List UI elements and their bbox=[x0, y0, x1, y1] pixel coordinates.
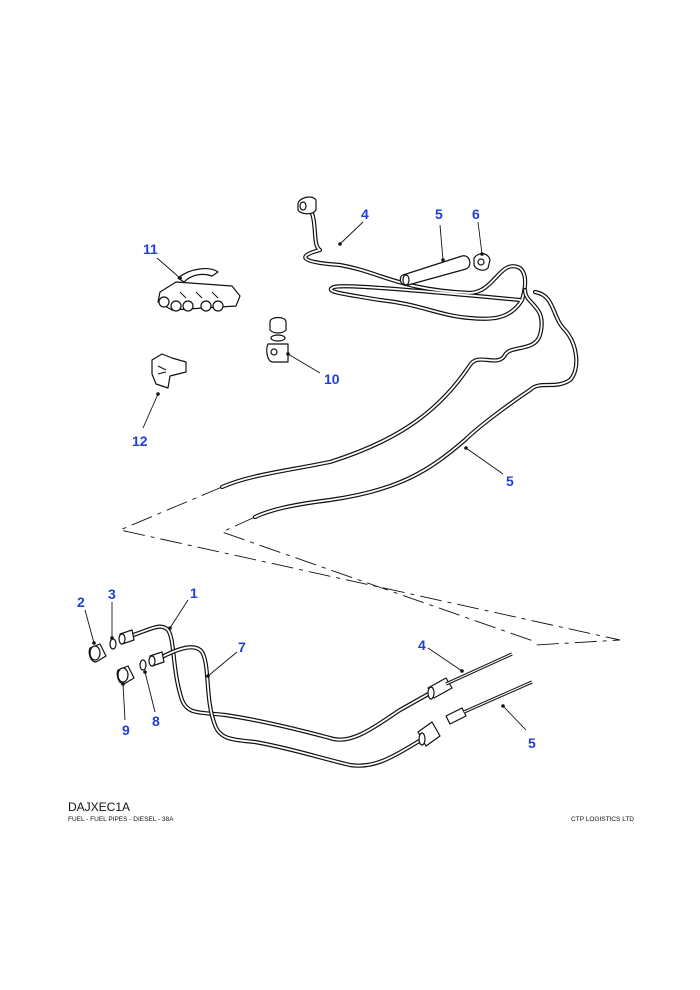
nut-2 bbox=[88, 643, 107, 663]
drawing-caption: FUEL - FUEL PIPES - DIESEL - 38A bbox=[68, 816, 174, 823]
callout-8: 8 bbox=[152, 713, 160, 729]
clip-6 bbox=[473, 253, 491, 271]
callout-10: 10 bbox=[324, 371, 340, 387]
continuation-lines bbox=[118, 486, 621, 646]
drawing-code: DAJXEC1A bbox=[68, 800, 131, 814]
callout-2: 2 bbox=[77, 594, 85, 610]
lower-pipe-4 bbox=[445, 652, 513, 686]
callout-9: 9 bbox=[122, 722, 130, 738]
upper-pipe-5a bbox=[219, 287, 544, 490]
pipe-1-right-connector bbox=[427, 677, 453, 700]
washer-3 bbox=[109, 638, 117, 650]
washer-8 bbox=[139, 659, 147, 671]
lower-pipe-1 bbox=[127, 624, 435, 742]
callout-5-middle: 5 bbox=[506, 473, 514, 489]
pipe-1-left-fitting bbox=[118, 629, 135, 645]
pipe-4-end-fitting bbox=[297, 196, 317, 215]
leader-lines bbox=[84, 221, 527, 731]
callout-5-top: 5 bbox=[435, 206, 443, 222]
callout-7: 7 bbox=[238, 639, 246, 655]
callout-5-bottom: 5 bbox=[528, 735, 536, 751]
hose-5-top bbox=[399, 255, 471, 286]
clip-10 bbox=[266, 316, 289, 363]
publisher-name: CTP LOGISTICS LTD bbox=[571, 816, 634, 823]
clip-12 bbox=[151, 353, 187, 389]
pipe-clip-11 bbox=[157, 268, 241, 312]
callout-3: 3 bbox=[108, 586, 116, 602]
upper-pipe-4 bbox=[303, 205, 528, 321]
callout-4-bottom: 4 bbox=[418, 637, 426, 653]
nut-9 bbox=[116, 665, 135, 685]
upper-pipe-5b bbox=[252, 289, 579, 520]
callout-6: 6 bbox=[472, 206, 480, 222]
callout-11: 11 bbox=[143, 241, 158, 257]
pipe-7-left-fitting bbox=[148, 651, 165, 667]
pipe-7-right-connector bbox=[417, 721, 441, 747]
callout-4-top: 4 bbox=[361, 206, 369, 222]
lower-pipe-7 bbox=[157, 645, 433, 768]
callout-1: 1 bbox=[190, 585, 198, 601]
lower-pipe-5 bbox=[445, 680, 533, 725]
callout-labels: 1 2 3 4 4 5 5 5 6 7 8 9 10 11 12 bbox=[77, 206, 536, 751]
callout-12: 12 bbox=[132, 433, 148, 449]
